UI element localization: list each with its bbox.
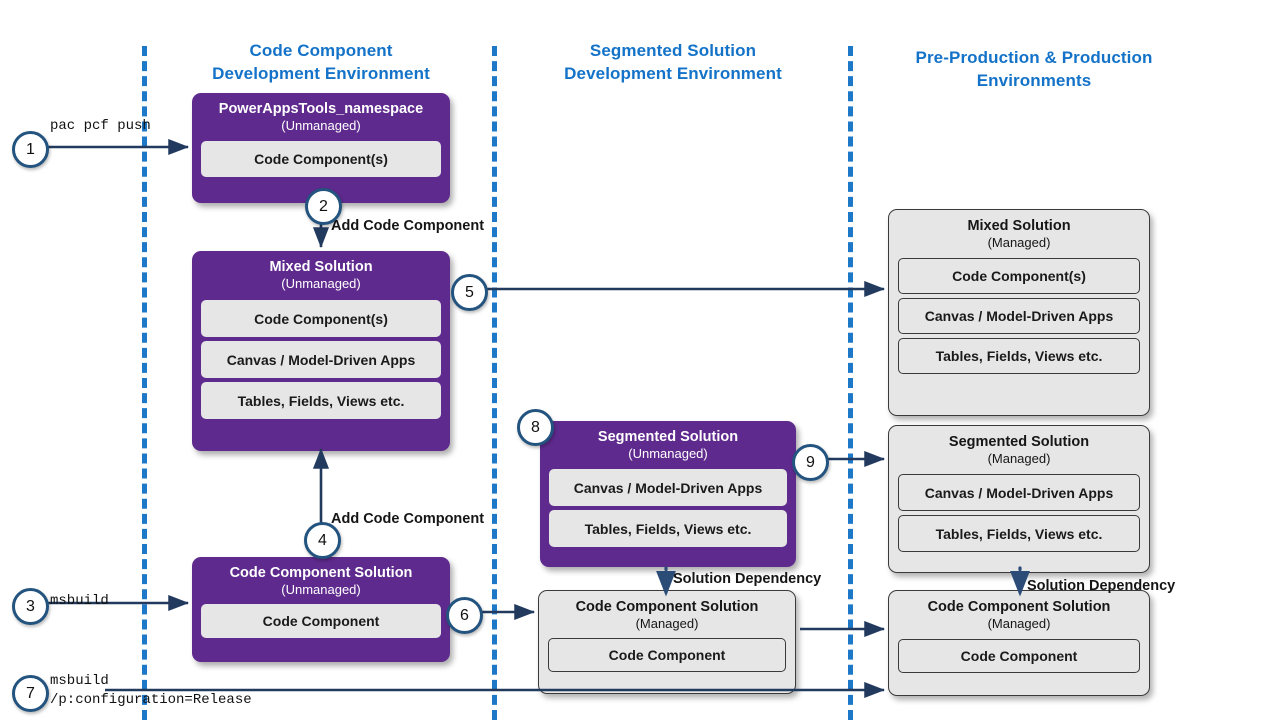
box-item-tables-fields-views[interactable]: Tables, Fields, Views etc. <box>549 510 787 548</box>
box-item-canvas-model-driven-apps[interactable]: Canvas / Model-Driven Apps <box>201 341 441 379</box>
box-item-canvas-model-driven-apps[interactable]: Canvas / Model-Driven Apps <box>898 474 1140 512</box>
box-segmented-solution-unmanaged[interactable]: Segmented Solution (Unmanaged) Canvas / … <box>540 421 796 567</box>
box-segmented-solution-managed[interactable]: Segmented Solution (Managed) Canvas / Mo… <box>888 425 1150 573</box>
box-title: Code Component Solution (Unmanaged) <box>229 565 413 598</box>
column-header-preprod-prod: Pre-Production & Production Environments <box>884 47 1184 92</box>
label-add-code-component-bottom: Add Code Component <box>331 511 485 527</box>
column-header-line1: Pre-Production & Production <box>915 48 1153 67</box>
step-circle-6[interactable]: 6 <box>446 597 483 634</box>
box-item-canvas-model-driven-apps[interactable]: Canvas / Model-Driven Apps <box>549 469 787 507</box>
label-msbuild: msbuild <box>50 593 109 609</box>
step-circle-8[interactable]: 8 <box>517 409 554 446</box>
box-powerapps-tools-namespace[interactable]: PowerAppsTools_namespace (Unmanaged) Cod… <box>192 93 450 203</box>
box-title: Segmented Solution (Unmanaged) <box>597 429 739 462</box>
step-circle-5[interactable]: 5 <box>451 274 488 311</box>
column-header-line2: Development Environment <box>212 63 430 83</box>
box-title: Segmented Solution (Managed) <box>948 434 1090 467</box>
box-item-canvas-model-driven-apps[interactable]: Canvas / Model-Driven Apps <box>898 298 1140 335</box>
box-title: Mixed Solution (Managed) <box>967 218 1071 251</box>
column-header-line1: Segmented Solution <box>589 41 757 60</box>
box-code-component-solution-managed-middle[interactable]: Code Component Solution (Managed) Code C… <box>538 590 796 694</box>
box-item-code-component[interactable]: Code Component <box>898 639 1140 674</box>
column-divider-2 <box>492 46 497 720</box>
step-circle-7[interactable]: 7 <box>12 675 49 712</box>
box-mixed-solution-unmanaged[interactable]: Mixed Solution (Unmanaged) Code Componen… <box>192 251 450 451</box>
step-circle-4[interactable]: 4 <box>304 522 341 559</box>
column-header-code-component-dev: Code Component Development Environment <box>176 40 466 85</box>
box-code-component-solution-managed-right[interactable]: Code Component Solution (Managed) Code C… <box>888 590 1150 696</box>
label-solution-dependency-middle: Solution Dependency <box>673 571 822 587</box>
box-code-component-solution-unmanaged[interactable]: Code Component Solution (Unmanaged) Code… <box>192 557 450 662</box>
box-title: PowerAppsTools_namespace (Unmanaged) <box>218 101 424 134</box>
column-divider-1 <box>142 46 147 720</box>
column-header-line2: Development Environment <box>564 63 782 83</box>
box-title: Mixed Solution (Unmanaged) <box>269 259 373 292</box>
box-title: Code Component Solution (Managed) <box>927 599 1111 632</box>
column-header-line1: Code Component <box>249 41 393 60</box>
column-divider-3 <box>848 46 853 720</box>
label-msbuild-release-line2: /p:configuration=Release <box>50 692 252 708</box>
label-msbuild-release-line1: msbuild <box>50 673 109 689</box>
box-item-code-component[interactable]: Code Component <box>201 604 441 639</box>
label-solution-dependency-right: Solution Dependency <box>1027 578 1176 594</box>
box-item-tables-fields-views[interactable]: Tables, Fields, Views etc. <box>201 382 441 420</box>
box-mixed-solution-managed[interactable]: Mixed Solution (Managed) Code Component(… <box>888 209 1150 416</box>
column-header-line2: Environments <box>976 70 1092 90</box>
label-add-code-component-top: Add Code Component <box>331 218 485 234</box>
box-item-code-components[interactable]: Code Component(s) <box>201 141 441 178</box>
box-item-tables-fields-views[interactable]: Tables, Fields, Views etc. <box>898 515 1140 553</box>
step-circle-3[interactable]: 3 <box>12 588 49 625</box>
box-item-code-component[interactable]: Code Component <box>548 638 786 673</box>
box-item-tables-fields-views[interactable]: Tables, Fields, Views etc. <box>898 338 1140 375</box>
box-item-code-components[interactable]: Code Component(s) <box>898 258 1140 295</box>
box-title: Code Component Solution (Managed) <box>575 599 759 632</box>
step-circle-9[interactable]: 9 <box>792 444 829 481</box>
label-pac-pcf-push: pac pcf push <box>50 118 151 134</box>
step-circle-2[interactable]: 2 <box>305 188 342 225</box>
step-circle-1[interactable]: 1 <box>12 131 49 168</box>
box-item-code-components[interactable]: Code Component(s) <box>201 300 441 338</box>
column-header-segmented-solution-dev: Segmented Solution Development Environme… <box>528 40 818 85</box>
